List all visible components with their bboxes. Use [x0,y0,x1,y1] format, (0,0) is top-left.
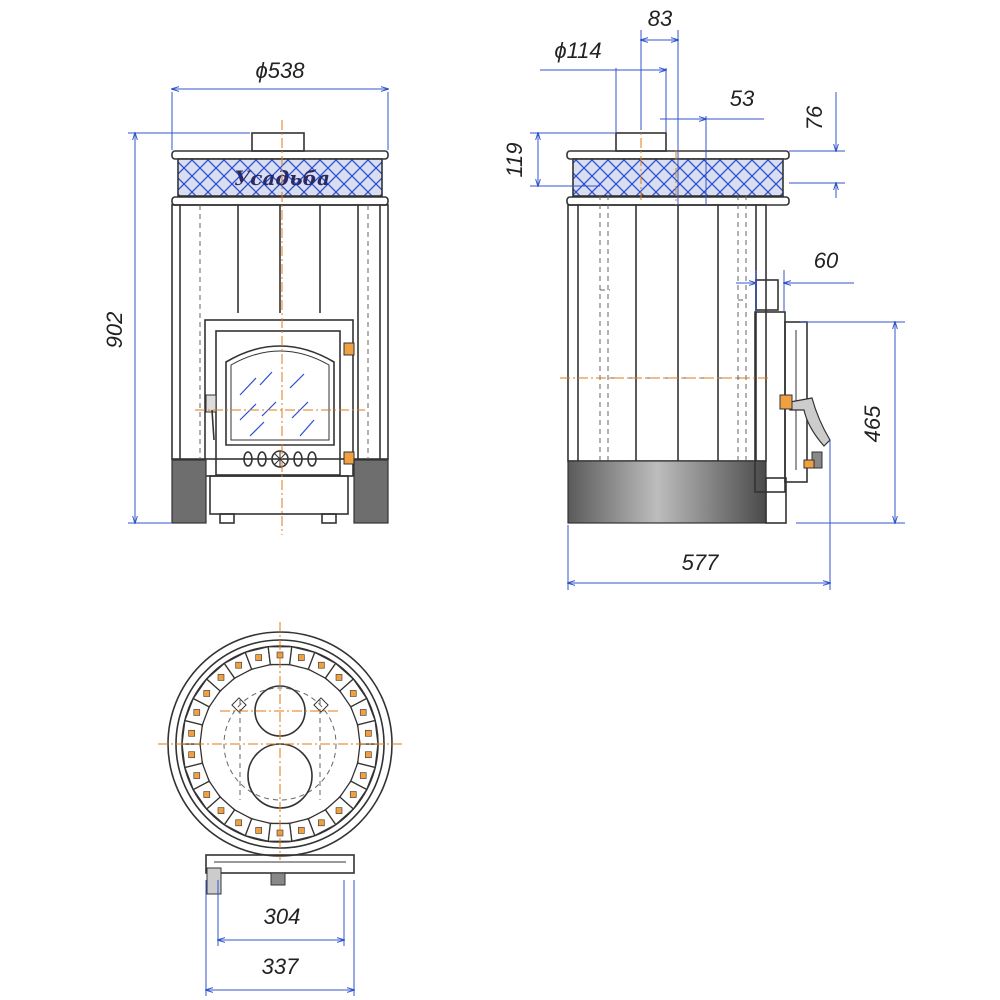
stone-marker [318,819,325,827]
door-handle [205,394,217,413]
stone-marker [203,690,211,697]
stone-marker [188,751,195,759]
stone-marker [335,674,343,681]
dim-door-height: 465 [860,405,885,442]
stone-marker [349,690,357,697]
dim-side-60: 60 [814,248,839,273]
stone-marker [365,751,372,759]
dim-front-width: ϕ538 [256,58,306,83]
dim-side-depth: 577 [682,550,719,575]
stone-marker [235,661,242,669]
stone-marker [188,729,195,737]
side-body [567,204,767,462]
glass-reflections [239,371,315,437]
front-chimney [251,132,305,152]
dim-top-height: 76 [802,105,827,130]
dim-bottom-304: 304 [264,904,301,929]
top-view: 304 337 [158,622,402,996]
stone-marker [297,827,305,834]
dim-bottom-337: 337 [262,954,299,979]
front-door-glass [225,345,335,446]
stone-marker [365,729,372,737]
front-lower-cap [171,196,389,206]
side-view: ϕ114 83 53 76 119 60 465 [502,6,905,590]
stone-marker [318,661,325,669]
stone-marker [255,827,263,834]
stone-marker [359,772,367,779]
stone-marker [297,654,305,661]
dim-chimney-diameter: ϕ114 [554,38,601,63]
stone-marker [217,674,225,681]
stone-marker [203,791,211,798]
front-view: Усадьба [102,58,389,535]
front-ash-box [209,475,349,515]
stone-marker [193,772,201,779]
dim-chimney-offset: 83 [648,6,673,31]
stone-marker [193,709,201,716]
front-mesh-band [177,158,383,197]
stone-ring [181,645,379,843]
front-door [215,330,341,476]
door-hinge-bottom [343,451,355,465]
front-base-right [353,459,389,524]
stone-marker [349,791,357,798]
front-firebox-frame [204,319,354,477]
dim-front-height: 902 [102,312,127,349]
side-door-handle [789,397,831,447]
stone-marker [255,654,263,661]
front-top-cap [171,150,389,160]
door-hinge-top [343,342,355,356]
stone-marker [217,807,225,814]
dim-offset-53: 53 [730,86,755,111]
stone-marker [235,819,242,827]
dim-mesh-height: 119 [502,142,527,177]
stone-marker [335,807,343,814]
door-vents [243,450,317,468]
front-base-left [171,459,207,524]
stone-marker [359,709,367,716]
side-base [567,460,767,524]
